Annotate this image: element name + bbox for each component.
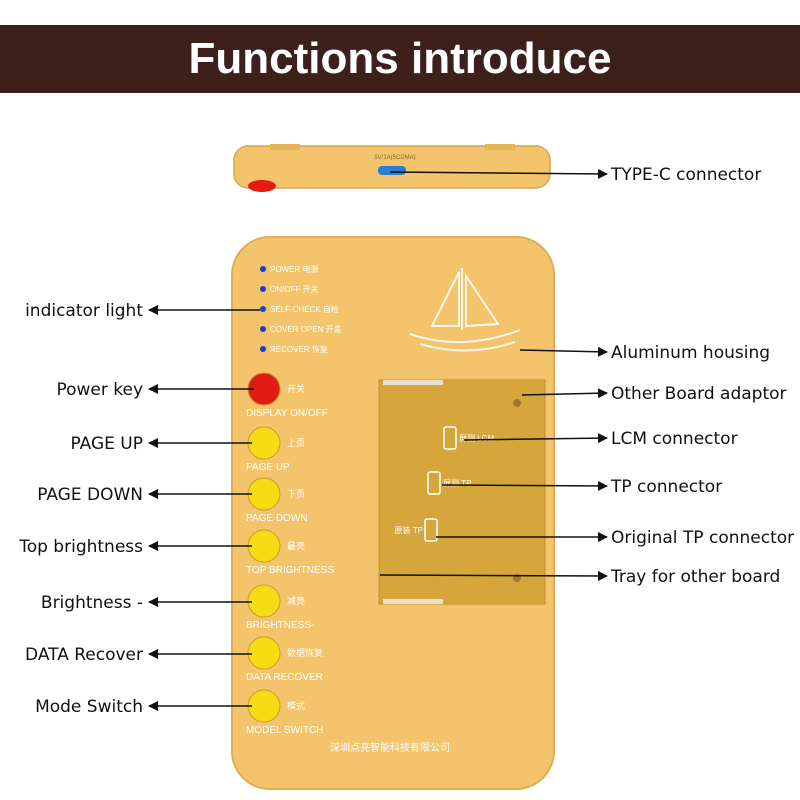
data-recover-key-label: DATA RECOVER bbox=[246, 672, 323, 683]
tray-connectors: 屏测 LCM 屏测 TP 原装 TP bbox=[395, 426, 494, 542]
data-recover-key[interactable] bbox=[247, 636, 281, 670]
page-down-key[interactable] bbox=[247, 477, 281, 511]
lcm-connector-callout-label: LCM connector bbox=[611, 429, 738, 449]
lcm-connector-socket bbox=[443, 426, 457, 450]
page-title: Functions introduce bbox=[188, 34, 612, 83]
tp-connector-socket bbox=[427, 471, 441, 495]
indicator-led bbox=[260, 326, 266, 332]
keypad: 开关 DISPLAY ON/OFF 上页 PAGE UP 下页 PAGE DOWN 最亮 TO… bbox=[246, 372, 334, 736]
power-key-cn-label: 开关 bbox=[287, 383, 305, 394]
page-down-callout-label: PAGE DOWN bbox=[37, 485, 143, 505]
indicator-label: POWER 电源 bbox=[270, 264, 318, 274]
brightness-minus-callout-label: Brightness - bbox=[41, 593, 143, 613]
tray-for-other-board-callout-label: Tray for other board bbox=[610, 567, 780, 587]
model-switch-key-cn-label: 模式 bbox=[287, 700, 305, 711]
indicator-led bbox=[260, 346, 266, 352]
brightness-minus-key-cn-label: 减亮 bbox=[287, 595, 305, 606]
page-up-callout-label: PAGE UP bbox=[70, 434, 143, 454]
board-tray: 屏测 LCM 屏测 TP 原装 TP bbox=[378, 379, 546, 605]
type-c-connector-callout-label: TYPE-C connector bbox=[610, 165, 761, 185]
top-brightness-callout-label: Top brightness bbox=[18, 537, 143, 557]
device-top-view: 5V/1A(5CDMA) bbox=[233, 144, 551, 192]
tray-screw-top bbox=[513, 399, 521, 407]
power-key-edge bbox=[248, 180, 276, 192]
indicator-label: RECOVER 恢复 bbox=[270, 344, 328, 354]
indicator-led bbox=[260, 306, 266, 312]
indicator-light-callout-label: indicator light bbox=[25, 301, 143, 321]
aluminum-housing-callout-label: Aluminum housing bbox=[611, 343, 770, 363]
brightness-minus-key-label: BRIGHTNESS- bbox=[246, 620, 314, 631]
top-brightness-key[interactable] bbox=[247, 529, 281, 563]
indicator-led bbox=[260, 286, 266, 292]
device-face: POWER 电源 ON/OFF 开关 SELF-CHECK 自检 COVER OPEN… bbox=[231, 236, 555, 790]
indicator-led bbox=[260, 266, 266, 272]
page-up-key[interactable] bbox=[247, 426, 281, 460]
tp-connector-callout-label: TP connector bbox=[610, 477, 722, 497]
tp-connector-label: 屏测 TP bbox=[443, 479, 471, 488]
port-caption: 5V/1A(5CDMA) bbox=[374, 155, 415, 161]
top-brightness-key-cn-label: 最亮 bbox=[287, 540, 305, 551]
mode-switch-callout-label: Mode Switch bbox=[35, 697, 143, 717]
indicator-label: COVER OPEN 开盖 bbox=[270, 324, 342, 334]
other-board-adaptor-callout-label: Other Board adaptor bbox=[611, 384, 787, 404]
top-brightness-key-label: TOP BRIGHTNESS bbox=[246, 565, 334, 576]
page-down-key-label: PAGE DOWN bbox=[246, 513, 307, 524]
tray-for-other-board-callout-arrow bbox=[379, 570, 608, 581]
model-switch-key-label: MODEL SWITCH bbox=[246, 725, 323, 736]
data-recover-callout-label: DATA Recover bbox=[25, 645, 143, 665]
type-c-port bbox=[378, 166, 406, 175]
power-key-label: DISPLAY ON/OFF bbox=[246, 408, 328, 419]
sailboat-logo bbox=[409, 268, 521, 352]
data-recover-key-cn-label: 数据恢复 bbox=[287, 647, 323, 658]
power-key-callout-label: Power key bbox=[56, 380, 143, 400]
title-banner: Functions introduce bbox=[0, 25, 800, 93]
lcm-connector-label: 屏测 LCM bbox=[459, 434, 494, 443]
brightness-minus-key[interactable] bbox=[247, 584, 281, 618]
aluminum-housing-callout-arrow bbox=[519, 346, 608, 357]
original-tp-connector-socket bbox=[424, 518, 438, 542]
indicator-label: SELF-CHECK 自检 bbox=[270, 304, 339, 314]
page-up-key-cn-label: 上页 bbox=[287, 438, 305, 448]
indicator-label: ON/OFF 开关 bbox=[270, 284, 318, 294]
tp-connector-callout-arrow bbox=[441, 480, 608, 491]
lcm-connector-callout-arrow bbox=[463, 433, 608, 444]
page-down-key-cn-label: 下页 bbox=[287, 489, 305, 499]
model-switch-key[interactable] bbox=[247, 689, 281, 723]
page-up-key-label: PAGE UP bbox=[246, 462, 290, 473]
type-c-connector-callout-arrow bbox=[389, 168, 608, 179]
other-board-adaptor-callout-arrow bbox=[521, 388, 608, 399]
company-footer: 深圳点亮智能科技有限公司 bbox=[330, 741, 450, 754]
indicator-panel: POWER 电源 ON/OFF 开关 SELF-CHECK 自检 COVER OPEN… bbox=[260, 264, 342, 354]
original-tp-connector-callout-label: Original TP connector bbox=[611, 528, 794, 548]
original-tp-connector-label: 原装 TP bbox=[395, 525, 423, 535]
